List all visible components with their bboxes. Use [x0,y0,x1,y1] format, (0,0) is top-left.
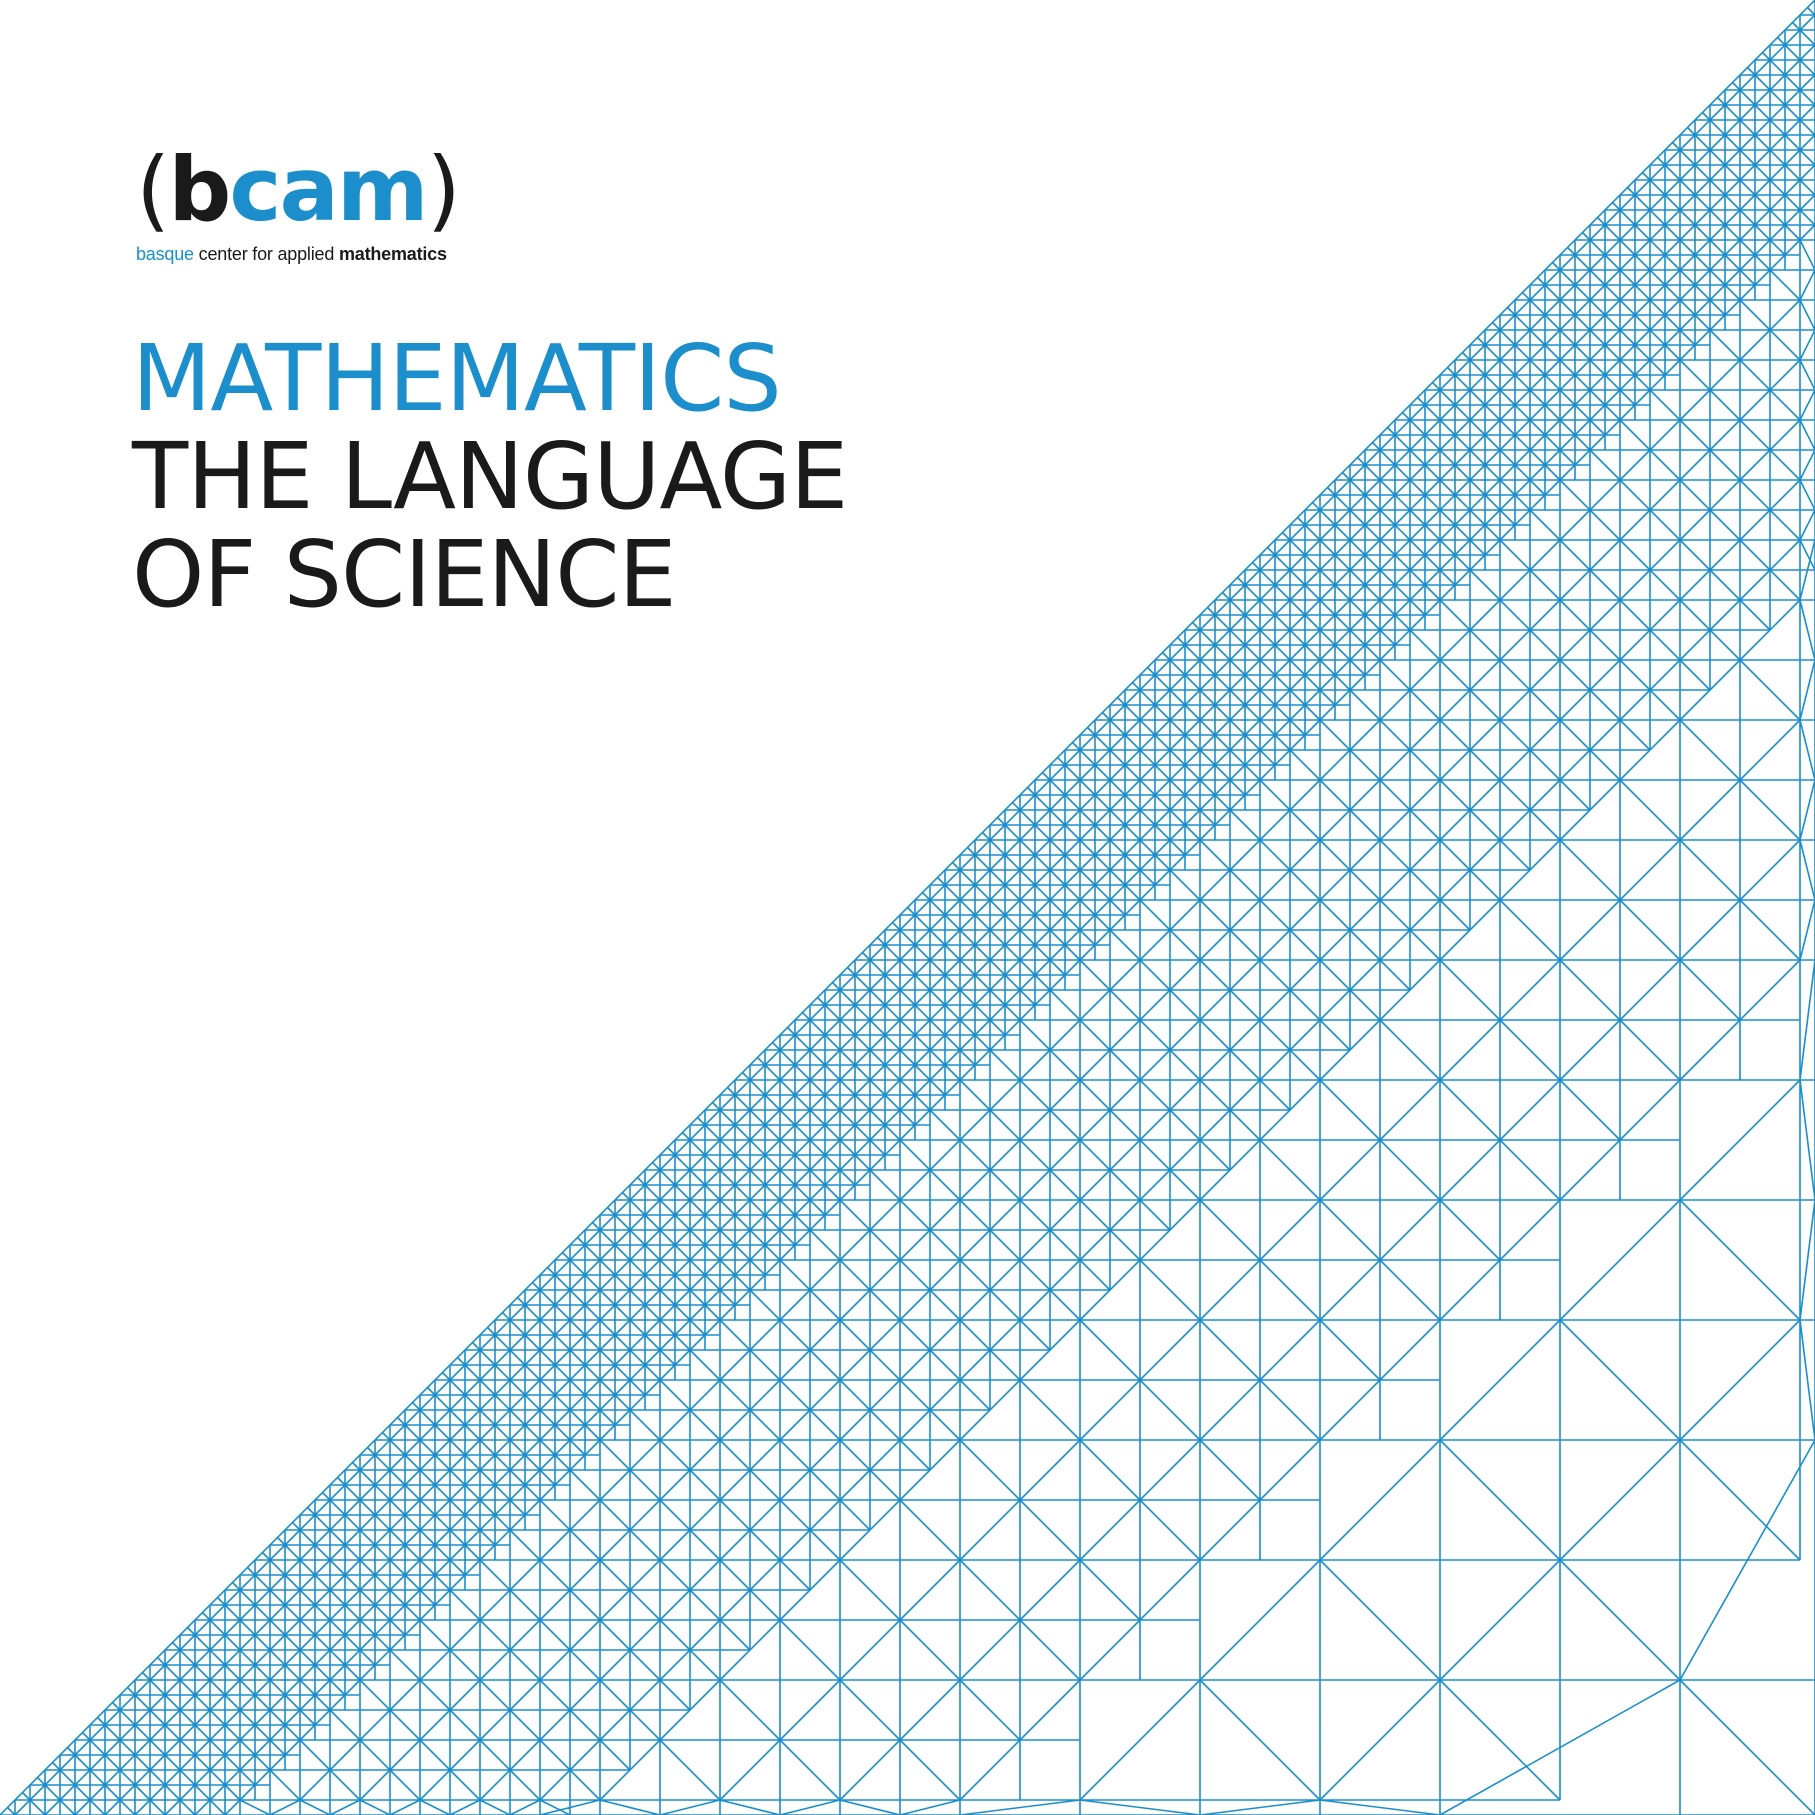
logo-letters-cam: cam [229,138,428,241]
tagline-basque: basque [136,244,194,264]
bcam-logo-mark: (bcam) [136,138,461,241]
logo-letter-b: b [168,138,231,241]
tagline-middle: center for applied [193,244,339,264]
headline-line-science: OF SCIENCE [132,521,677,628]
headline: MATHEMATICS THE LANGUAGE OF SCIENCE [132,325,848,628]
logo-tagline: basque center for applied mathematics [136,244,447,265]
logo-bracket-close: ) [426,138,461,241]
bcam-logo: (bcam) basque center for applied mathema… [136,138,461,265]
logo-bracket-open: ( [136,138,170,241]
headline-line-mathematics: MATHEMATICS [132,325,782,432]
tagline-mathematics: mathematics [338,244,447,264]
headline-line-language: THE LANGUAGE [132,423,848,530]
